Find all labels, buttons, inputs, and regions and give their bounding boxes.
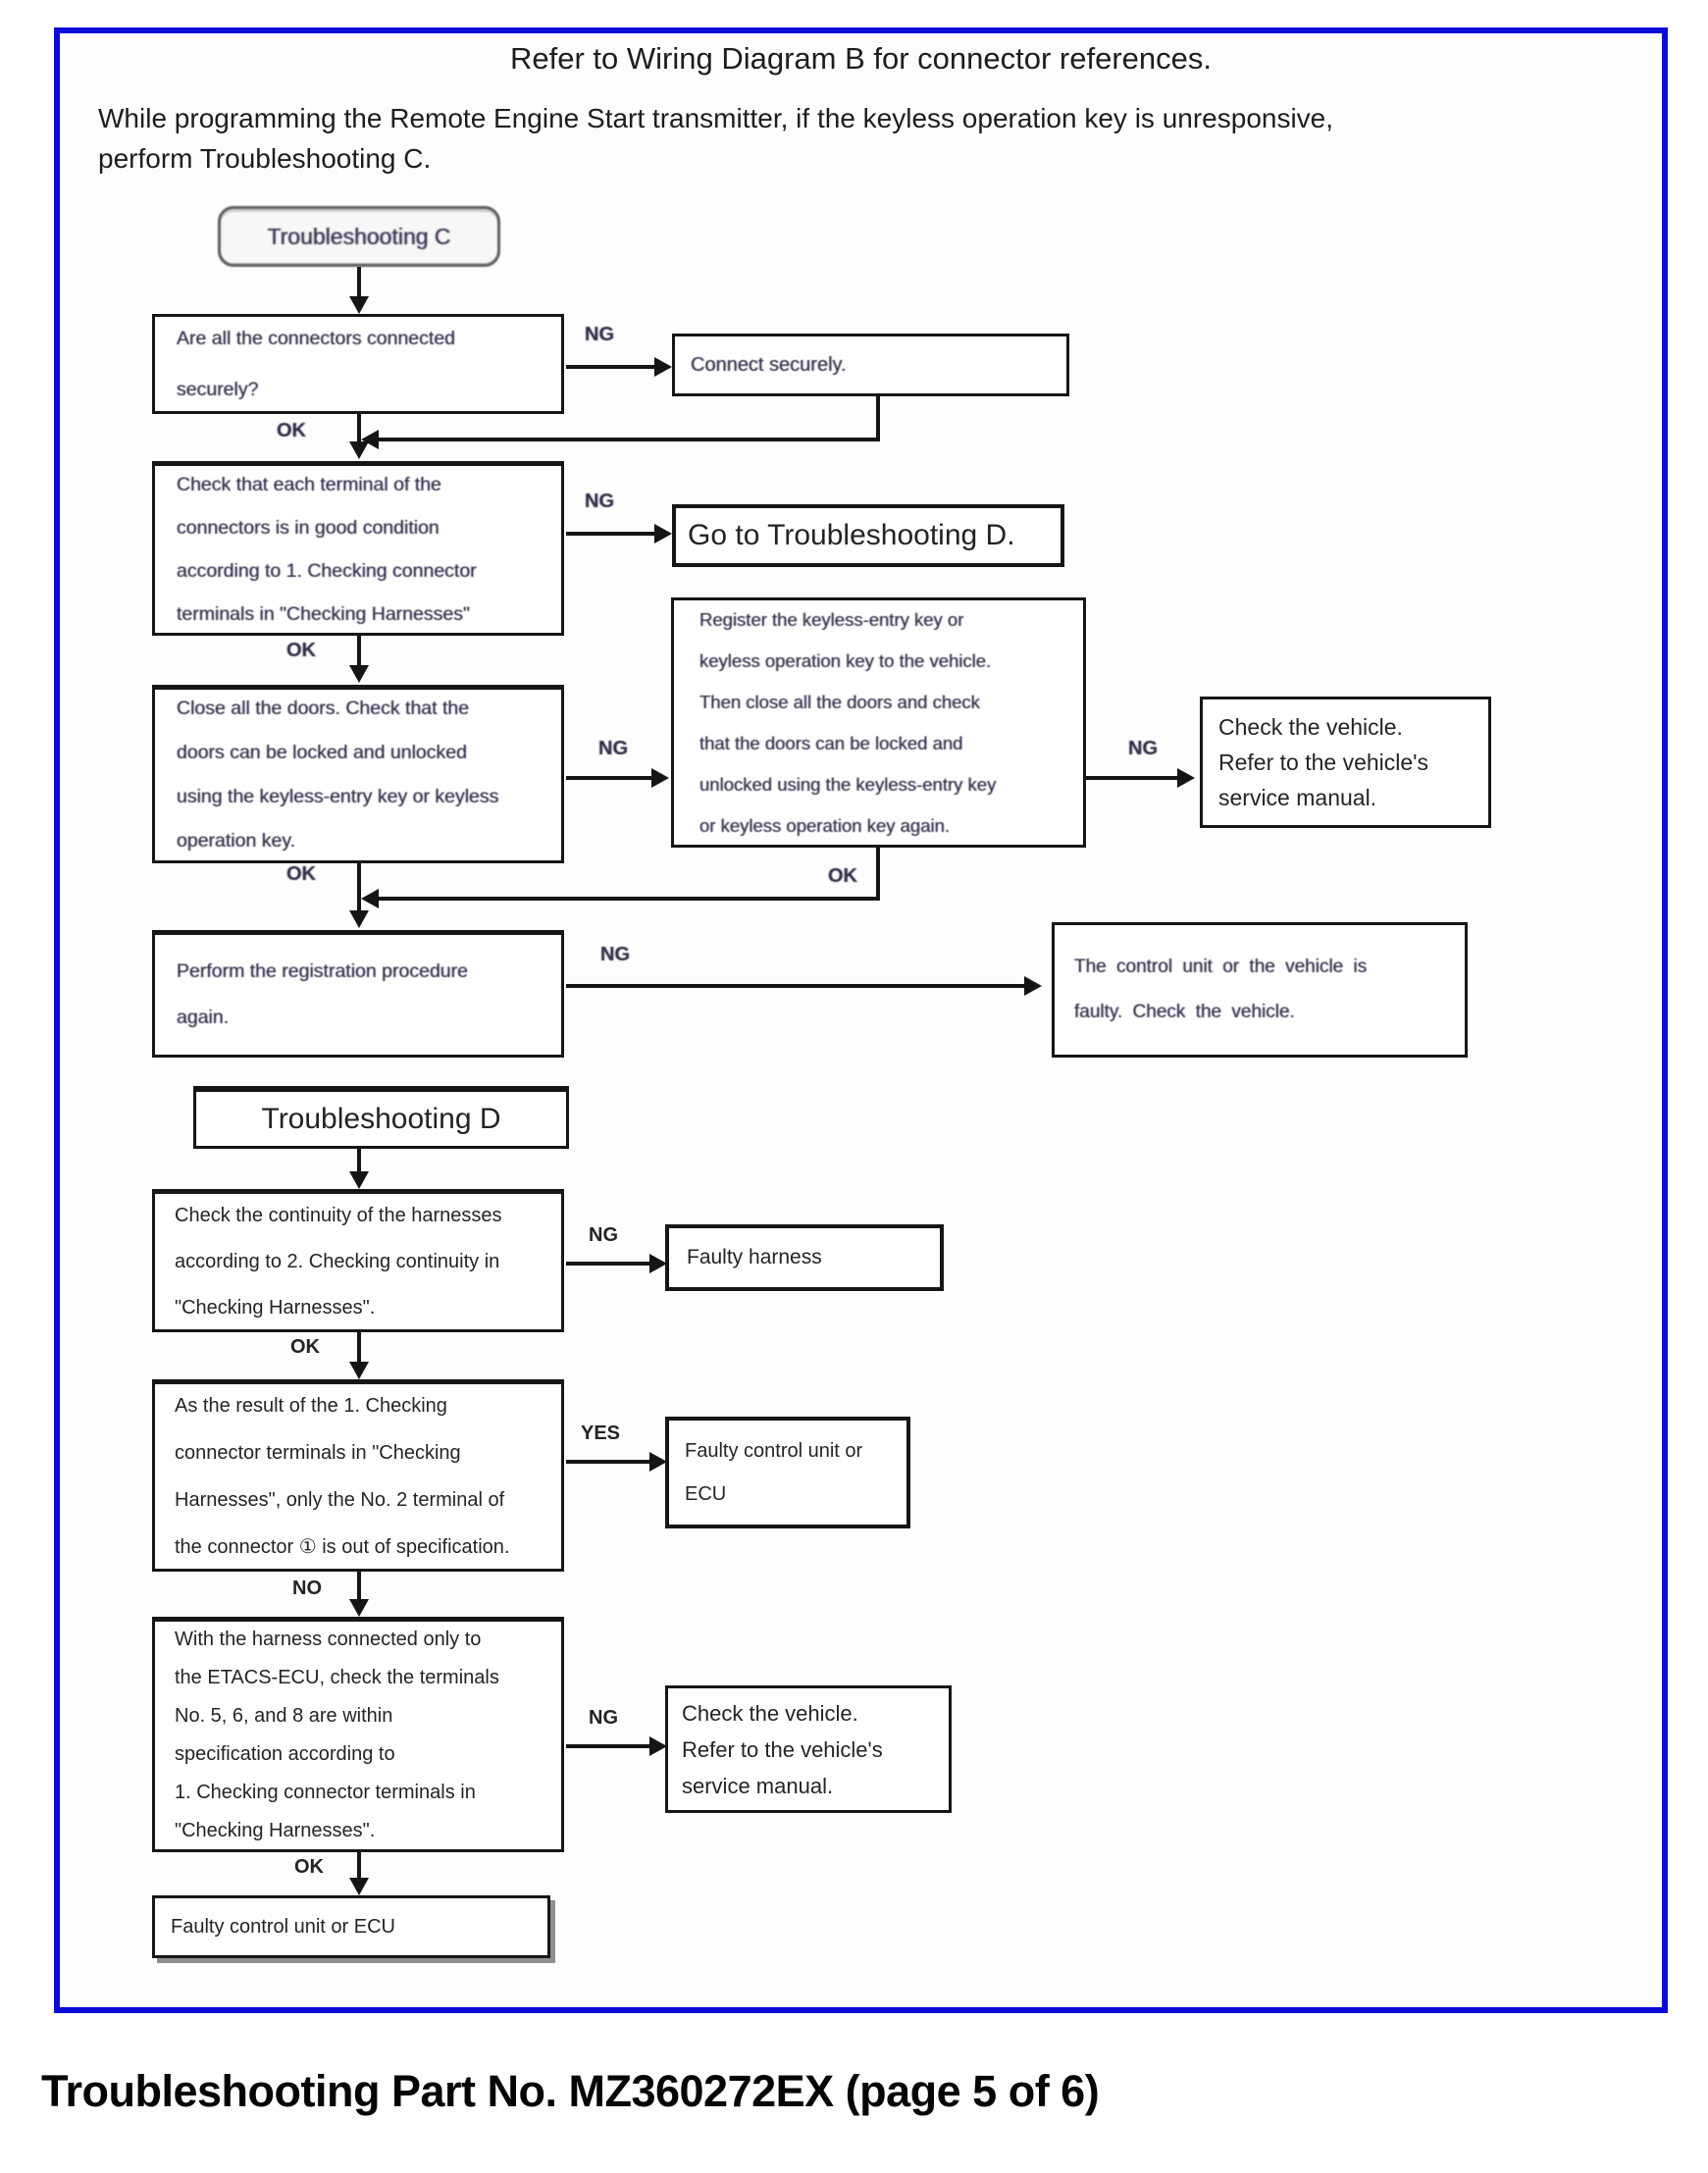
label-ok-1: OK	[277, 420, 306, 441]
box-register-key: Register the keyless-entry key or keyles…	[671, 597, 1086, 848]
label-ng-1: NG	[585, 324, 614, 345]
arrowhead-down	[349, 441, 369, 459]
box-terminal-no2-spec: As the result of the 1. Checking connect…	[152, 1379, 564, 1572]
arrow-dq1-to-harness	[566, 1262, 649, 1266]
label-ng-6: NG	[589, 1224, 618, 1246]
arrowhead-right	[651, 768, 669, 788]
register-ok-line-horizontal	[379, 897, 878, 901]
box-close-doors: Close all the doors. Check that the door…	[152, 685, 564, 863]
flowchart-start-node-d: Troubleshooting D	[193, 1086, 569, 1149]
arrow-q3-to-q4	[357, 863, 361, 912]
arrowhead-right	[1177, 768, 1195, 788]
arrow-dq3-to-end	[357, 1852, 361, 1880]
arrowhead-down	[349, 296, 369, 314]
start-node-c-label: Troubleshooting C	[267, 223, 451, 249]
arrowhead-left	[361, 889, 379, 908]
arrow-q1-to-connect	[566, 365, 654, 369]
return-line-horizontal	[379, 438, 878, 441]
arrowhead-right	[649, 1736, 667, 1756]
register-ok-line-vertical	[876, 848, 880, 901]
label-ng-4: NG	[1128, 738, 1158, 759]
label-ng-7: NG	[589, 1707, 618, 1729]
arrowhead-down	[349, 1878, 369, 1895]
arrow-register-to-checkvehicle	[1086, 776, 1177, 780]
intro-paragraph: While programming the Remote Engine Star…	[98, 103, 1334, 174]
box-check-terminals: Check that each terminal of the connecto…	[152, 461, 564, 636]
arrow-start-to-q1	[357, 267, 361, 298]
label-ng-5: NG	[600, 944, 630, 965]
box-check-vehicle-1: Check the vehicle. Refer to the vehicle'…	[1200, 697, 1491, 828]
page-title: Refer to Wiring Diagram B for connector …	[510, 41, 1212, 76]
box-perform-registration: Perform the registration procedure again…	[152, 930, 564, 1058]
start-node-d-label: Troubleshooting D	[261, 1102, 501, 1135]
arrowhead-down	[349, 910, 369, 928]
return-line-vertical	[876, 396, 880, 441]
label-ok-4: OK	[286, 863, 316, 885]
arrow-dq2-to-dq3	[357, 1572, 361, 1601]
arrowhead-down	[349, 1362, 369, 1379]
page-caption: Troubleshooting Part No. MZ360272EX (pag…	[41, 2066, 1100, 2116]
label-no: NO	[292, 1578, 322, 1599]
arrow-q2-to-q3	[357, 636, 361, 667]
arrow-q2-to-goto	[566, 532, 654, 536]
arrowhead-right	[654, 357, 672, 377]
box-connect-securely: Connect securely.	[672, 334, 1069, 396]
label-ok-3: OK	[828, 865, 857, 887]
box-connectors-connected: Are all the connectors connected securel…	[152, 314, 564, 414]
box-faulty-harness: Faulty harness	[665, 1224, 944, 1291]
box-goto-troubleshooting-d: Go to Troubleshooting D.	[672, 504, 1064, 567]
arrowhead-down	[349, 1599, 369, 1617]
box-control-unit-faulty: The control unit or the vehicle is fault…	[1052, 922, 1468, 1058]
box-end-faulty-control-unit: Faulty control unit or ECU	[152, 1895, 550, 1958]
label-ok-5: OK	[290, 1336, 320, 1358]
arrowhead-right	[654, 524, 672, 543]
box-check-continuity: Check the continuity of the harnesses ac…	[152, 1189, 564, 1332]
label-ng-3: NG	[598, 738, 628, 759]
arrow-dq3-to-checkvehicle	[566, 1744, 649, 1748]
arrowhead-down	[349, 665, 369, 683]
box-check-vehicle-2: Check the vehicle. Refer to the vehicle'…	[665, 1685, 952, 1813]
label-ng-2: NG	[585, 491, 614, 512]
label-ok-6: OK	[294, 1856, 324, 1878]
label-yes: YES	[581, 1423, 621, 1444]
arrow-dq2-to-ecu	[566, 1460, 649, 1464]
arrow-q1-down-a	[357, 414, 361, 443]
box-faulty-control-unit: Faulty control unit or ECU	[665, 1417, 910, 1528]
arrow-d-to-q1	[357, 1149, 361, 1172]
arrowhead-right	[649, 1452, 667, 1472]
arrow-q3-to-register	[566, 776, 651, 780]
box-etacs-ecu-terminals: With the harness connected only to the E…	[152, 1617, 564, 1852]
arrowhead-right	[1024, 976, 1042, 996]
arrow-q4-to-faulty	[566, 984, 1024, 988]
arrowhead-right	[649, 1254, 667, 1273]
arrowhead-down	[349, 1171, 369, 1189]
label-ok-2: OK	[286, 640, 316, 661]
flowchart-start-node-c: Troubleshooting C	[218, 206, 500, 267]
arrow-dq1-to-dq2	[357, 1332, 361, 1364]
